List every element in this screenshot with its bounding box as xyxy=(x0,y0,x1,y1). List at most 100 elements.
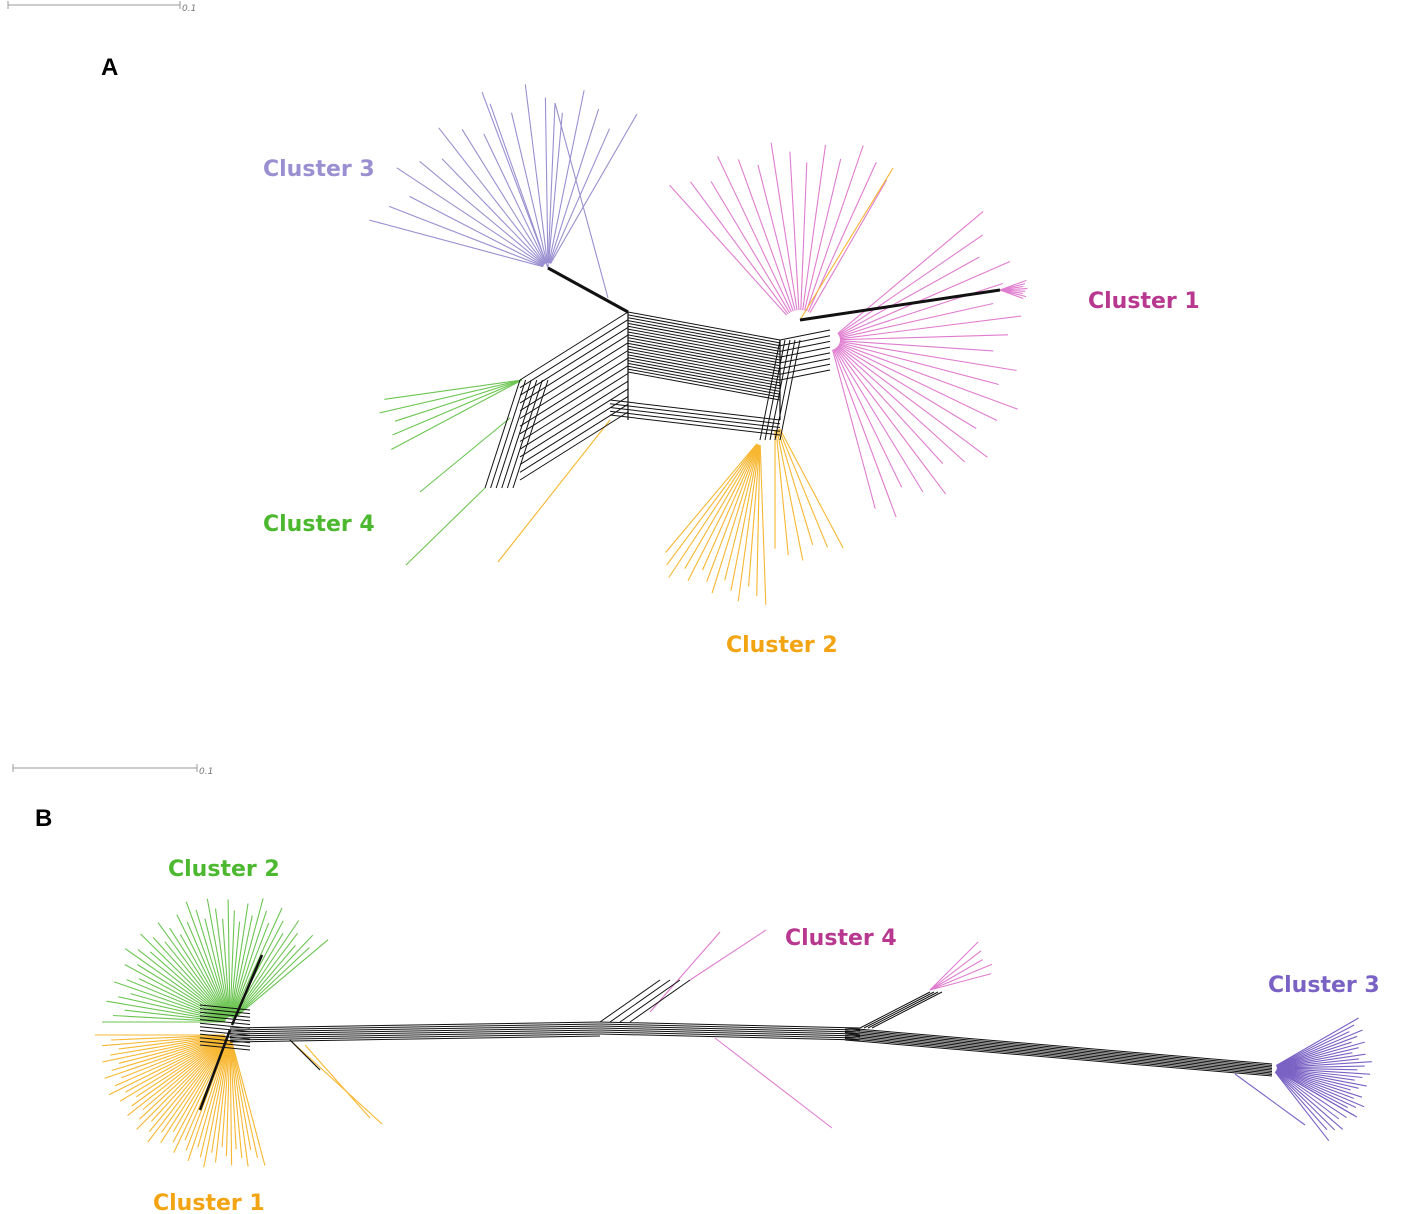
cluster-1-branch xyxy=(147,1038,228,1143)
cluster-2-branch xyxy=(706,444,759,582)
cluster-1-branch xyxy=(150,1038,228,1122)
cluster-4-branch xyxy=(929,963,993,991)
cluster-2-branch xyxy=(701,444,759,571)
cluster-3-branch xyxy=(1276,1069,1348,1109)
cluster-1-branch xyxy=(185,1039,229,1151)
network-edge xyxy=(844,1029,1273,1066)
cluster-1-branch xyxy=(690,181,789,315)
cluster-2-branch xyxy=(799,167,894,321)
cluster-3-branch xyxy=(1276,1067,1363,1079)
network-edge xyxy=(627,317,781,347)
network-edge xyxy=(844,1039,1273,1077)
cluster-1-branch xyxy=(839,341,999,386)
cluster-1-branch xyxy=(148,1038,228,1132)
network-edge xyxy=(547,266,629,314)
cluster-1-branch xyxy=(304,1044,371,1119)
network-edge xyxy=(599,1029,861,1037)
network-edge xyxy=(759,339,781,441)
scale-bar-a: 0.1 xyxy=(7,1,196,14)
cluster-1-branch xyxy=(199,1039,230,1158)
cluster-1-branch xyxy=(669,184,788,316)
cluster-2-branch xyxy=(776,429,804,561)
cluster-3-branch xyxy=(441,158,545,265)
cluster-1-branch xyxy=(229,1039,233,1166)
cluster-1-branch xyxy=(135,1037,227,1098)
cluster-1-branch xyxy=(837,234,984,335)
network-edge xyxy=(599,1023,861,1031)
network-edge xyxy=(599,1033,861,1041)
network-edge xyxy=(627,331,781,361)
cluster-1-branch xyxy=(838,256,980,336)
cluster-1-branch xyxy=(136,1038,227,1130)
network-edge xyxy=(871,991,943,1029)
network-edge xyxy=(844,1027,1273,1065)
cluster-2-branch xyxy=(687,444,759,582)
cluster-1-branch xyxy=(809,179,888,313)
cluster-3-branch xyxy=(1276,1068,1351,1091)
cluster-3-branch xyxy=(419,160,545,266)
cluster-1-branch xyxy=(839,342,1018,410)
cluster-3-branch xyxy=(1276,1068,1355,1081)
cluster-2-branch xyxy=(230,915,253,1018)
cluster-2-branch xyxy=(157,922,228,1019)
cluster-2-branch xyxy=(106,1000,226,1022)
cluster-2-branch xyxy=(229,921,241,1018)
cluster-1-branch xyxy=(805,145,864,312)
network-edge xyxy=(609,407,781,428)
cluster-1-branch xyxy=(839,302,994,339)
network-edge xyxy=(627,360,781,390)
cluster-4-branch xyxy=(929,959,983,991)
cluster-2-branch xyxy=(229,910,235,1018)
cluster-3-branch xyxy=(547,112,563,264)
network-edge xyxy=(627,311,781,341)
cluster-2-branch xyxy=(137,949,227,1020)
panel-b: 0.1 B Cluster 2 Cluster 4 Cluster 3 Clus… xyxy=(12,764,1380,1214)
network-edge xyxy=(495,379,532,489)
network-edge xyxy=(779,352,831,364)
cluster-1-branch xyxy=(114,1036,226,1087)
network-edge xyxy=(627,325,781,355)
scale-bar-a-label: 0.1 xyxy=(182,4,196,14)
cluster-1-branch xyxy=(789,151,800,311)
cluster-1-branch xyxy=(835,347,947,495)
cluster-1-branch xyxy=(229,1039,243,1159)
cluster-1-branch xyxy=(837,210,984,335)
network-edge xyxy=(627,340,781,370)
network-edge xyxy=(629,979,691,1023)
panel-a-letter: A xyxy=(101,54,118,81)
cluster-1-branch xyxy=(289,1039,383,1125)
network-edge xyxy=(599,1021,861,1029)
network-edge xyxy=(627,348,781,378)
network-edge xyxy=(627,357,781,387)
cluster-4-branch xyxy=(419,417,511,493)
cluster-3-branch xyxy=(1274,1071,1330,1142)
cluster-1-branch xyxy=(104,1036,226,1079)
cluster-1-branch xyxy=(838,343,998,421)
panel-a: 0.1 A Cluster 3 Cluster 1 Cluster 4 Clus… xyxy=(7,1,1200,658)
cluster-2-branch xyxy=(130,993,226,1022)
cluster-3-branch xyxy=(1276,1068,1363,1098)
network-edge xyxy=(519,311,629,381)
cluster-2-branch xyxy=(231,922,270,1018)
network-edge xyxy=(289,1039,321,1071)
cluster-1-branch xyxy=(804,158,842,311)
network-edge xyxy=(609,410,781,432)
cluster-3-branch xyxy=(548,108,600,264)
cluster-3-branch xyxy=(1275,1070,1344,1130)
cluster-3-branch xyxy=(1276,1067,1358,1071)
cluster-4-branch xyxy=(392,379,523,436)
cluster-1-branch xyxy=(203,1039,230,1168)
cluster-2-branch xyxy=(779,428,844,549)
cluster-2-branch xyxy=(195,909,230,1018)
network-edge xyxy=(844,1033,1273,1071)
network-edge xyxy=(230,954,264,1026)
cluster-2-branch xyxy=(113,1014,226,1023)
cluster-2-branch xyxy=(227,899,231,1018)
cluster-3-branch xyxy=(1276,1068,1367,1087)
network-edge xyxy=(484,379,521,489)
network-edge xyxy=(229,1027,601,1035)
cluster-1-branch xyxy=(717,156,792,313)
cluster-1-branch xyxy=(142,1037,227,1110)
network-edge xyxy=(519,342,629,412)
cluster-1-branch xyxy=(838,344,977,429)
